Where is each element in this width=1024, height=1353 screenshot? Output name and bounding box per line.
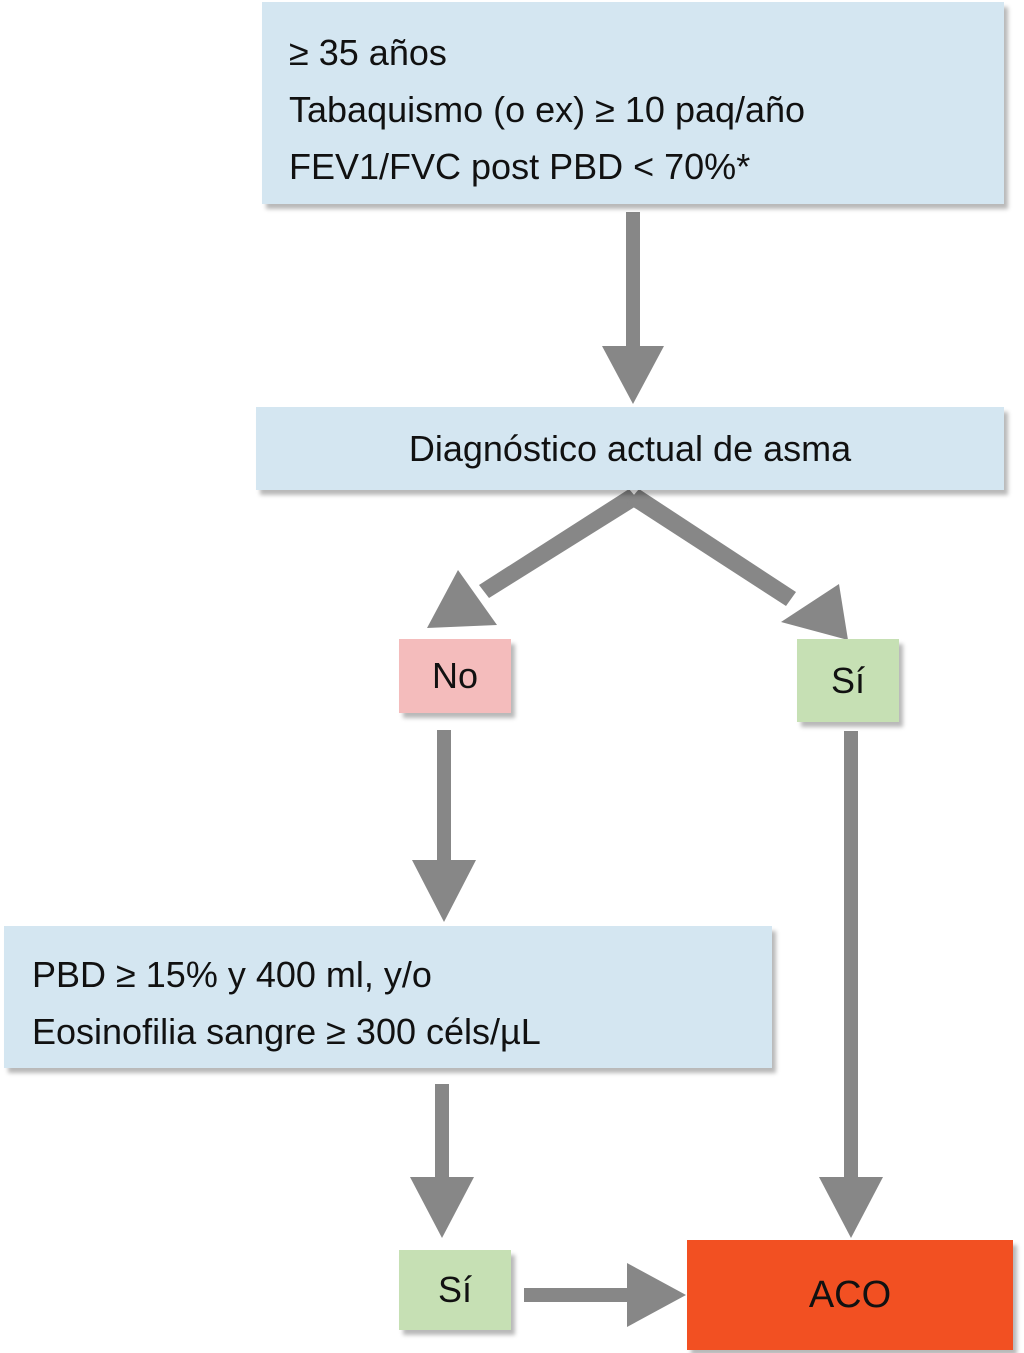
arrow-pbd-to-si bbox=[410, 1084, 474, 1238]
pbd-yes-box: Sí bbox=[399, 1250, 511, 1330]
arrow-no-to-pbd bbox=[412, 730, 476, 922]
branch-no-label: No bbox=[431, 655, 479, 696]
criteria-line-fev1: FEV1/FVC post PBD < 70%* bbox=[289, 146, 751, 187]
pbd-eosinophilia-box: PBD ≥ 15% y 400 ml, y/o Eosinofilia sang… bbox=[4, 926, 772, 1068]
criteria-line-age: ≥ 35 años bbox=[289, 32, 447, 73]
arrow-si-bottom-to-aco bbox=[524, 1263, 686, 1327]
eosinophilia-line: Eosinofilia sangre ≥ 300 céls/µL bbox=[32, 1011, 541, 1052]
branch-no-box: No bbox=[399, 639, 511, 713]
arrow-si-to-aco bbox=[819, 731, 883, 1238]
asthma-diagnosis-box: Diagnóstico actual de asma bbox=[256, 407, 1004, 490]
aco-result-label: ACO bbox=[808, 1273, 892, 1316]
pbd-yes-label: Sí bbox=[437, 1269, 472, 1310]
criteria-line-smoking: Tabaquismo (o ex) ≥ 10 paq/año bbox=[289, 89, 806, 130]
arrow-asthma-to-si bbox=[627, 489, 848, 640]
arrow-asthma-to-no bbox=[427, 489, 641, 628]
arrow-criteria-to-asthma bbox=[602, 212, 664, 404]
branch-yes-box: Sí bbox=[797, 639, 899, 722]
criteria-box: ≥ 35 años Tabaquismo (o ex) ≥ 10 paq/año… bbox=[262, 2, 1004, 204]
pbd-line: PBD ≥ 15% y 400 ml, y/o bbox=[32, 954, 432, 995]
branch-yes-label: Sí bbox=[830, 659, 865, 701]
asthma-diagnosis-label: Diagnóstico actual de asma bbox=[408, 427, 852, 469]
aco-result-box: ACO bbox=[687, 1240, 1013, 1350]
